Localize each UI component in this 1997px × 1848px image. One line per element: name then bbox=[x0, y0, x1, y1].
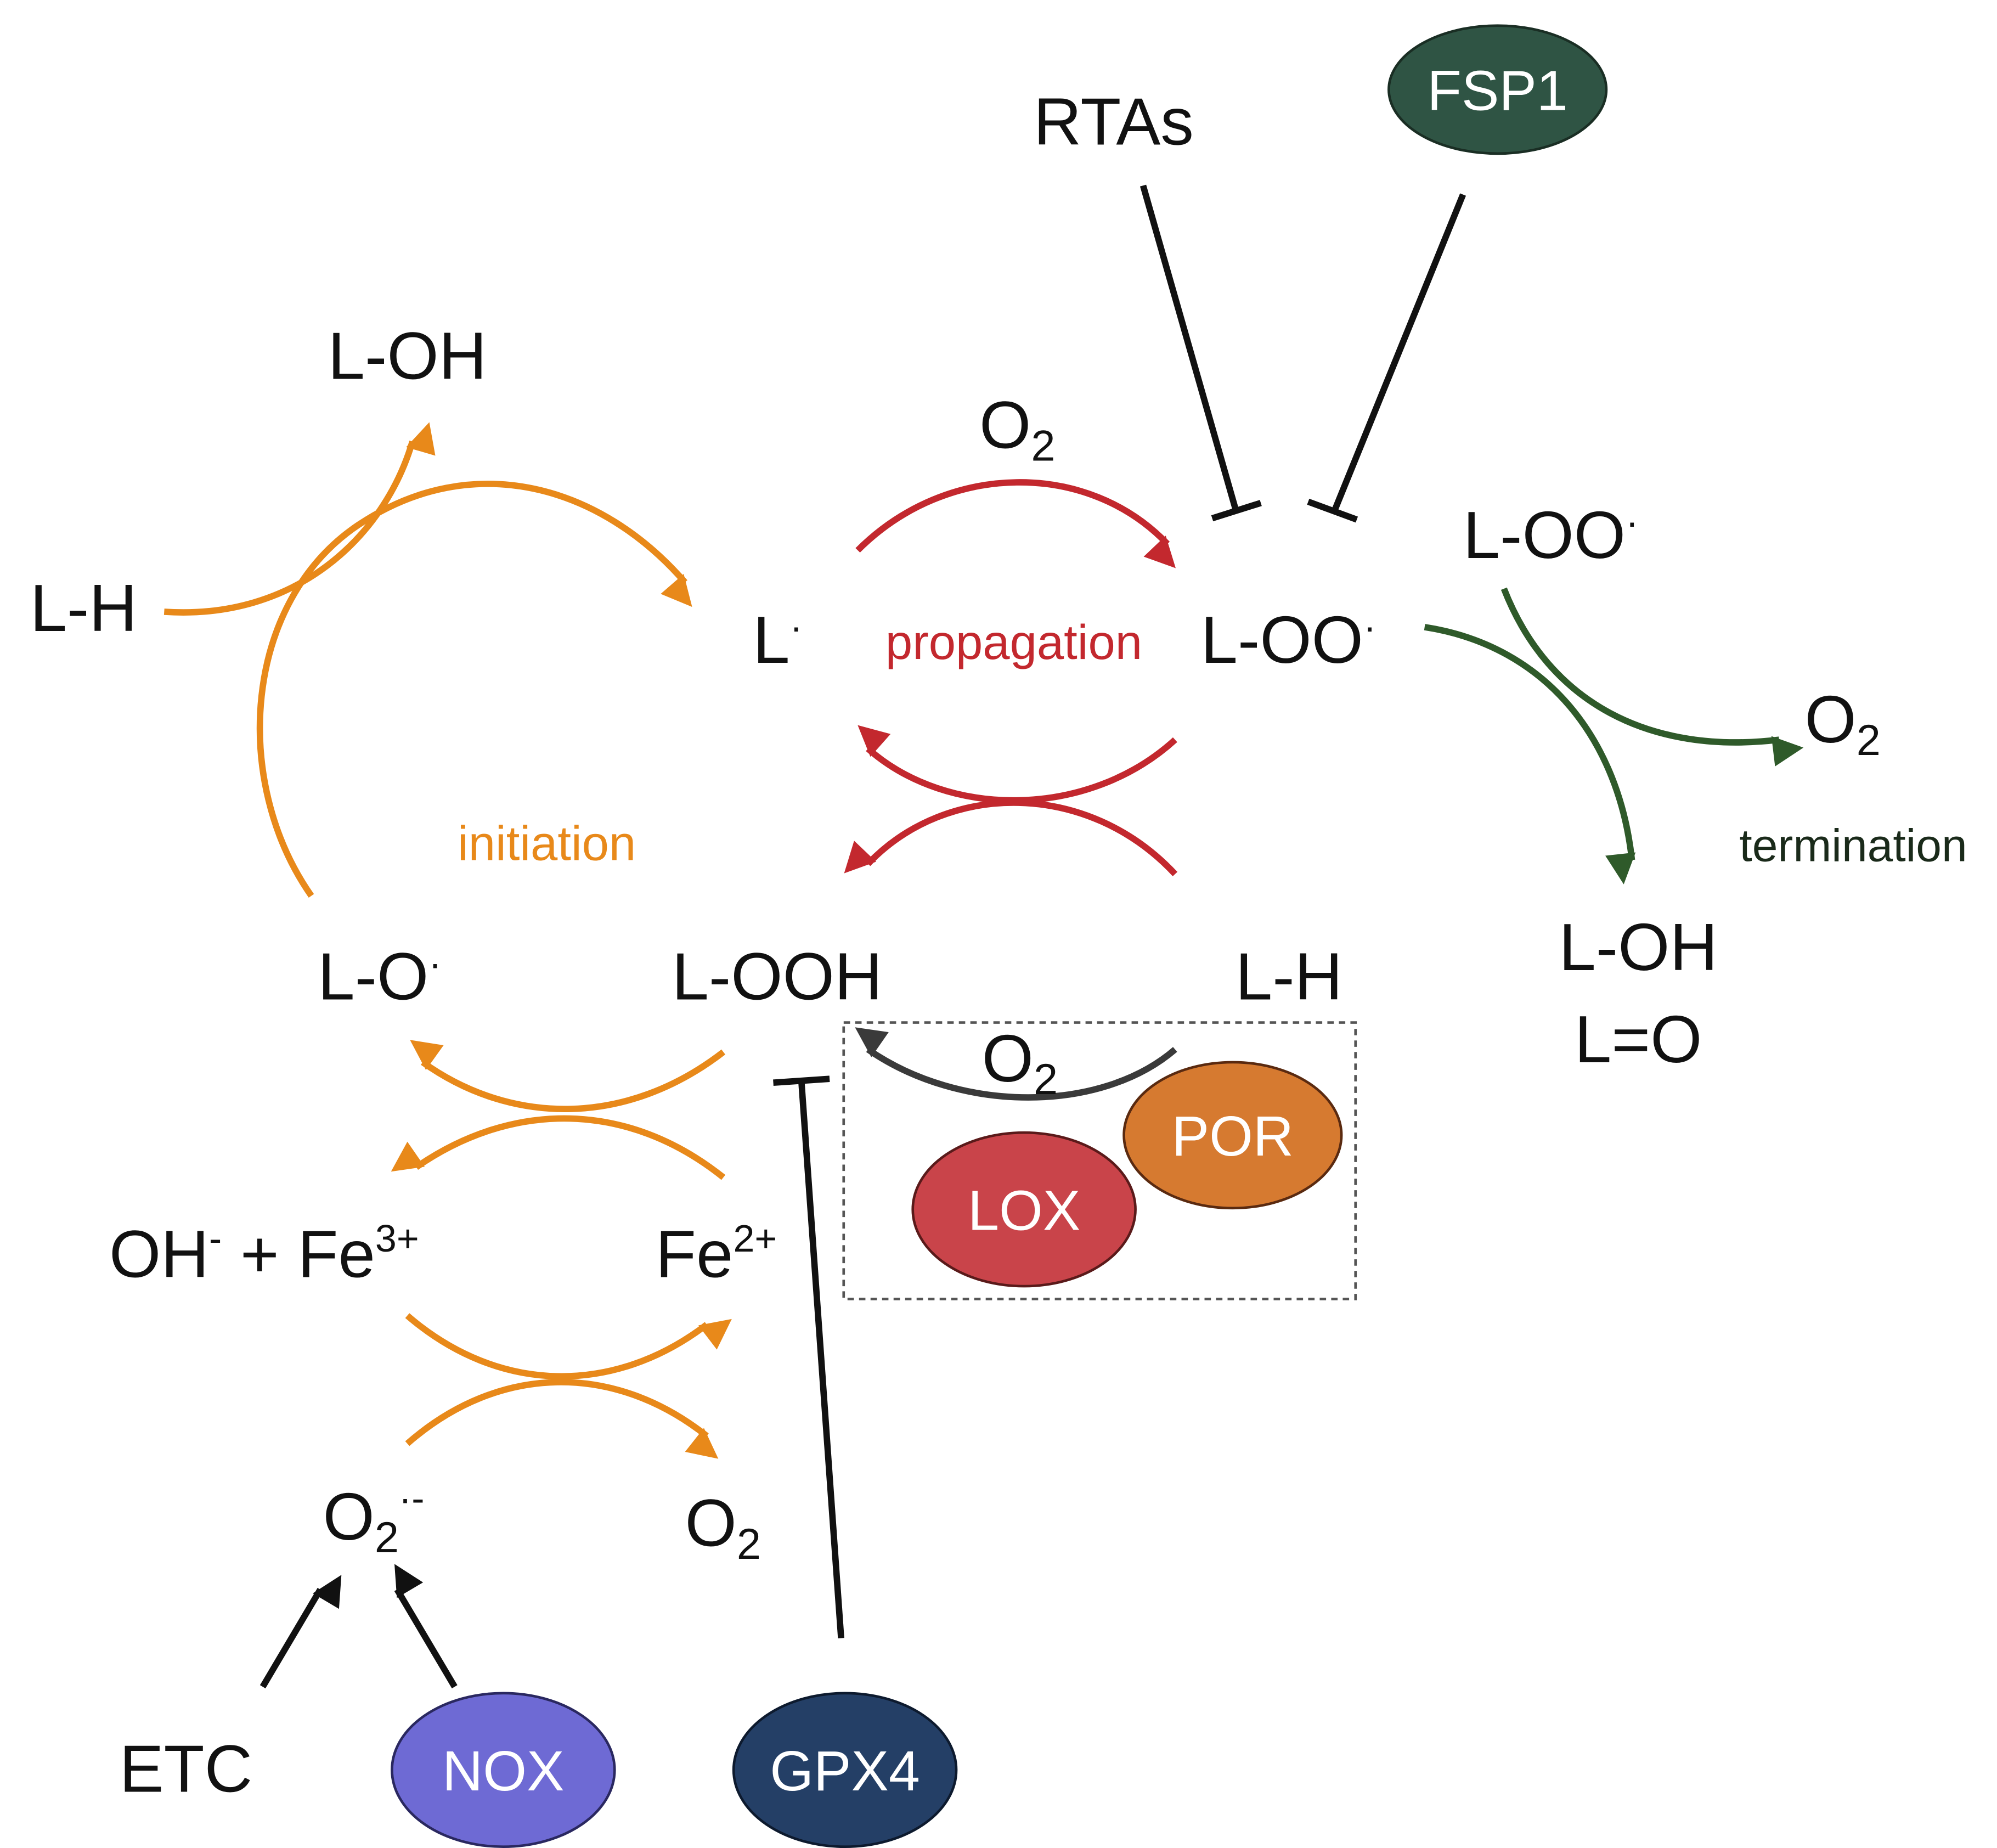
arrow-loo-to-l bbox=[858, 725, 1177, 804]
label-o2-right: O2 bbox=[1804, 682, 1880, 764]
arrow-etc-to-superoxide bbox=[260, 1575, 342, 1689]
arrow-loo-to-loh bbox=[1424, 624, 1636, 884]
label-o2-bottom: O2 bbox=[685, 1486, 761, 1568]
label-propagation: propagation bbox=[885, 615, 1142, 669]
label-termination: termination bbox=[1739, 820, 1967, 871]
label-lo-radical: L-O· bbox=[318, 939, 441, 1014]
label-looh: L-OOH bbox=[672, 939, 882, 1014]
svg-text:POR: POR bbox=[1172, 1105, 1294, 1168]
label-lh-right: L-H bbox=[1236, 939, 1342, 1014]
label-loh-top: L-OH bbox=[328, 318, 487, 393]
label-rtas: RTAs bbox=[1034, 84, 1194, 159]
inhibition-bar-gpx4 bbox=[773, 1075, 830, 1086]
arrow-fe3-to-fe2 bbox=[405, 1313, 732, 1380]
fsp1-enzyme: FSP1 bbox=[1387, 24, 1608, 155]
gpx4-enzyme: GPX4 bbox=[732, 1692, 958, 1848]
arrow-superoxide-to-o2 bbox=[405, 1379, 719, 1459]
label-loo-center: L-OO· bbox=[1201, 602, 1377, 677]
label-lh-left: L-H bbox=[30, 571, 137, 645]
nox-enzyme: NOX bbox=[391, 1692, 616, 1848]
label-superoxide: O2·- bbox=[323, 1477, 424, 1562]
lox-enzyme: LOX bbox=[911, 1131, 1137, 1288]
label-loh-right: L-OH bbox=[1559, 910, 1718, 984]
label-lo-right: L=O bbox=[1575, 1002, 1702, 1077]
por-enzyme: POR bbox=[1122, 1061, 1343, 1210]
inhibition-fsp1 bbox=[1332, 193, 1466, 511]
enzymatic-box bbox=[842, 1021, 1357, 1300]
arrow-lh-to-looh-enzymatic bbox=[855, 1027, 1177, 1101]
inhibition-rtas bbox=[1139, 184, 1239, 509]
svg-text:GPX4: GPX4 bbox=[770, 1739, 920, 1802]
arrow-lh-to-loh bbox=[163, 422, 436, 616]
arrow-looh-to-lo bbox=[410, 1040, 726, 1112]
svg-text:LOX: LOX bbox=[968, 1179, 1080, 1242]
inhibition-bar-fsp1 bbox=[1307, 498, 1358, 523]
label-loo-right: L-OO· bbox=[1463, 498, 1639, 572]
label-l-radical: L· bbox=[753, 602, 803, 677]
svg-text:FSP1: FSP1 bbox=[1427, 59, 1568, 122]
label-fe2: Fe2+ bbox=[656, 1217, 777, 1292]
arrow-lo-to-l bbox=[256, 481, 692, 898]
label-initiation: initiation bbox=[458, 816, 636, 870]
arrow-fe2-to-fe3 bbox=[391, 1115, 726, 1180]
arrow-loo-to-o2 bbox=[1500, 587, 1804, 767]
label-oh-fe3: OH- + Fe3+ bbox=[109, 1217, 419, 1292]
inhibition-bar-rtas bbox=[1211, 500, 1262, 522]
label-etc: ETC bbox=[120, 1731, 253, 1806]
arrow-lh-to-looh bbox=[844, 799, 1178, 877]
inhibition-gpx4 bbox=[798, 1081, 844, 1638]
svg-text:NOX: NOX bbox=[442, 1739, 564, 1802]
label-o2-mid: O2 bbox=[982, 1021, 1058, 1103]
arrow-l-to-loo bbox=[855, 479, 1176, 568]
arrow-nox-to-superoxide bbox=[394, 1564, 458, 1689]
label-o2-top: O2 bbox=[979, 387, 1055, 470]
